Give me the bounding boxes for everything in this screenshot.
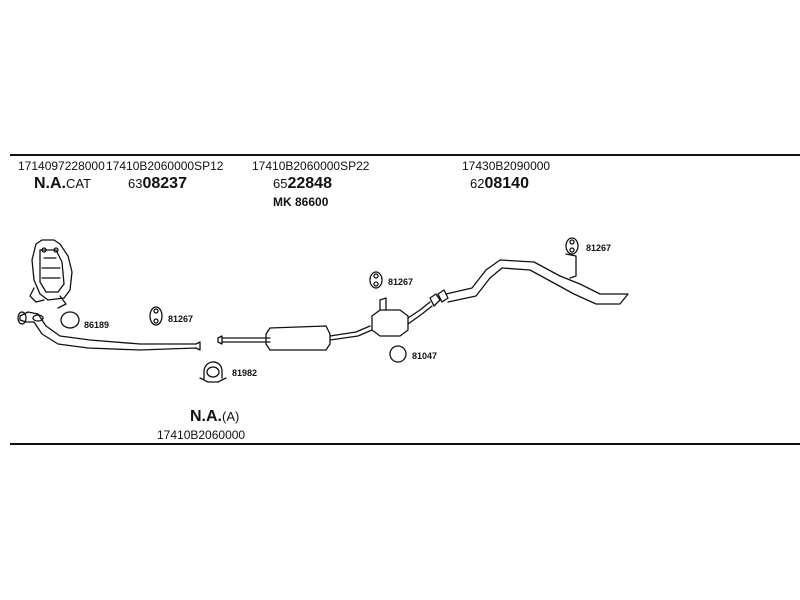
intermediate-pipe [217, 325, 373, 351]
tail-pipe [437, 253, 629, 305]
callout-81982: 81982 [232, 368, 258, 378]
part-number-4: 17430B2090000 [462, 159, 551, 173]
callout-81267-b: 81267 [388, 277, 414, 287]
callout-86189: 86189 [84, 320, 110, 330]
bottom-rule [10, 443, 800, 445]
bolt-icon [41, 247, 47, 253]
hanger-rubber-b [369, 271, 383, 289]
hanger-rubber-a [149, 306, 163, 326]
code-3-prefix: 62 [470, 176, 485, 191]
code-1: 6308237 [128, 175, 187, 193]
gasket-ring [60, 311, 80, 329]
front-pipe [17, 311, 201, 351]
callout-81047: 81047 [412, 351, 438, 361]
top-rule [10, 154, 800, 156]
mk-label: MK 86600 [273, 195, 329, 209]
na-cat-label: N.A.CAT [34, 175, 91, 193]
code-2: 6522848 [273, 175, 332, 193]
part-number-2: 17410B2060000SP12 [106, 159, 224, 173]
code-3-main: 08140 [484, 175, 529, 192]
na-cat-suffix: CAT [66, 176, 92, 191]
hanger-rubber-c [565, 237, 579, 255]
callout-81267-c: 81267 [586, 243, 612, 253]
footer-part-number: 17410B2060000 [157, 428, 246, 442]
part-number-3: 17410B2060000SP22 [252, 159, 370, 173]
na-cat-main: N.A. [34, 175, 66, 192]
rear-muffler [371, 293, 441, 337]
code-2-main: 22848 [287, 175, 332, 192]
gasket-ring-81047 [389, 345, 407, 363]
code-1-main: 08237 [142, 175, 187, 192]
clamp [199, 361, 227, 383]
footer-na-label: N.A.(A) [190, 408, 239, 426]
footer-na-suffix: (A) [222, 409, 240, 424]
part-number-1: 1714097228000 [18, 159, 105, 173]
callout-81267-a: 81267 [168, 314, 194, 324]
catalytic-converter [29, 239, 73, 309]
code-1-prefix: 63 [128, 176, 143, 191]
code-3: 6208140 [470, 175, 529, 193]
code-2-prefix: 65 [273, 176, 288, 191]
footer-na-main: N.A. [190, 408, 222, 425]
bolt-icon [53, 247, 59, 253]
